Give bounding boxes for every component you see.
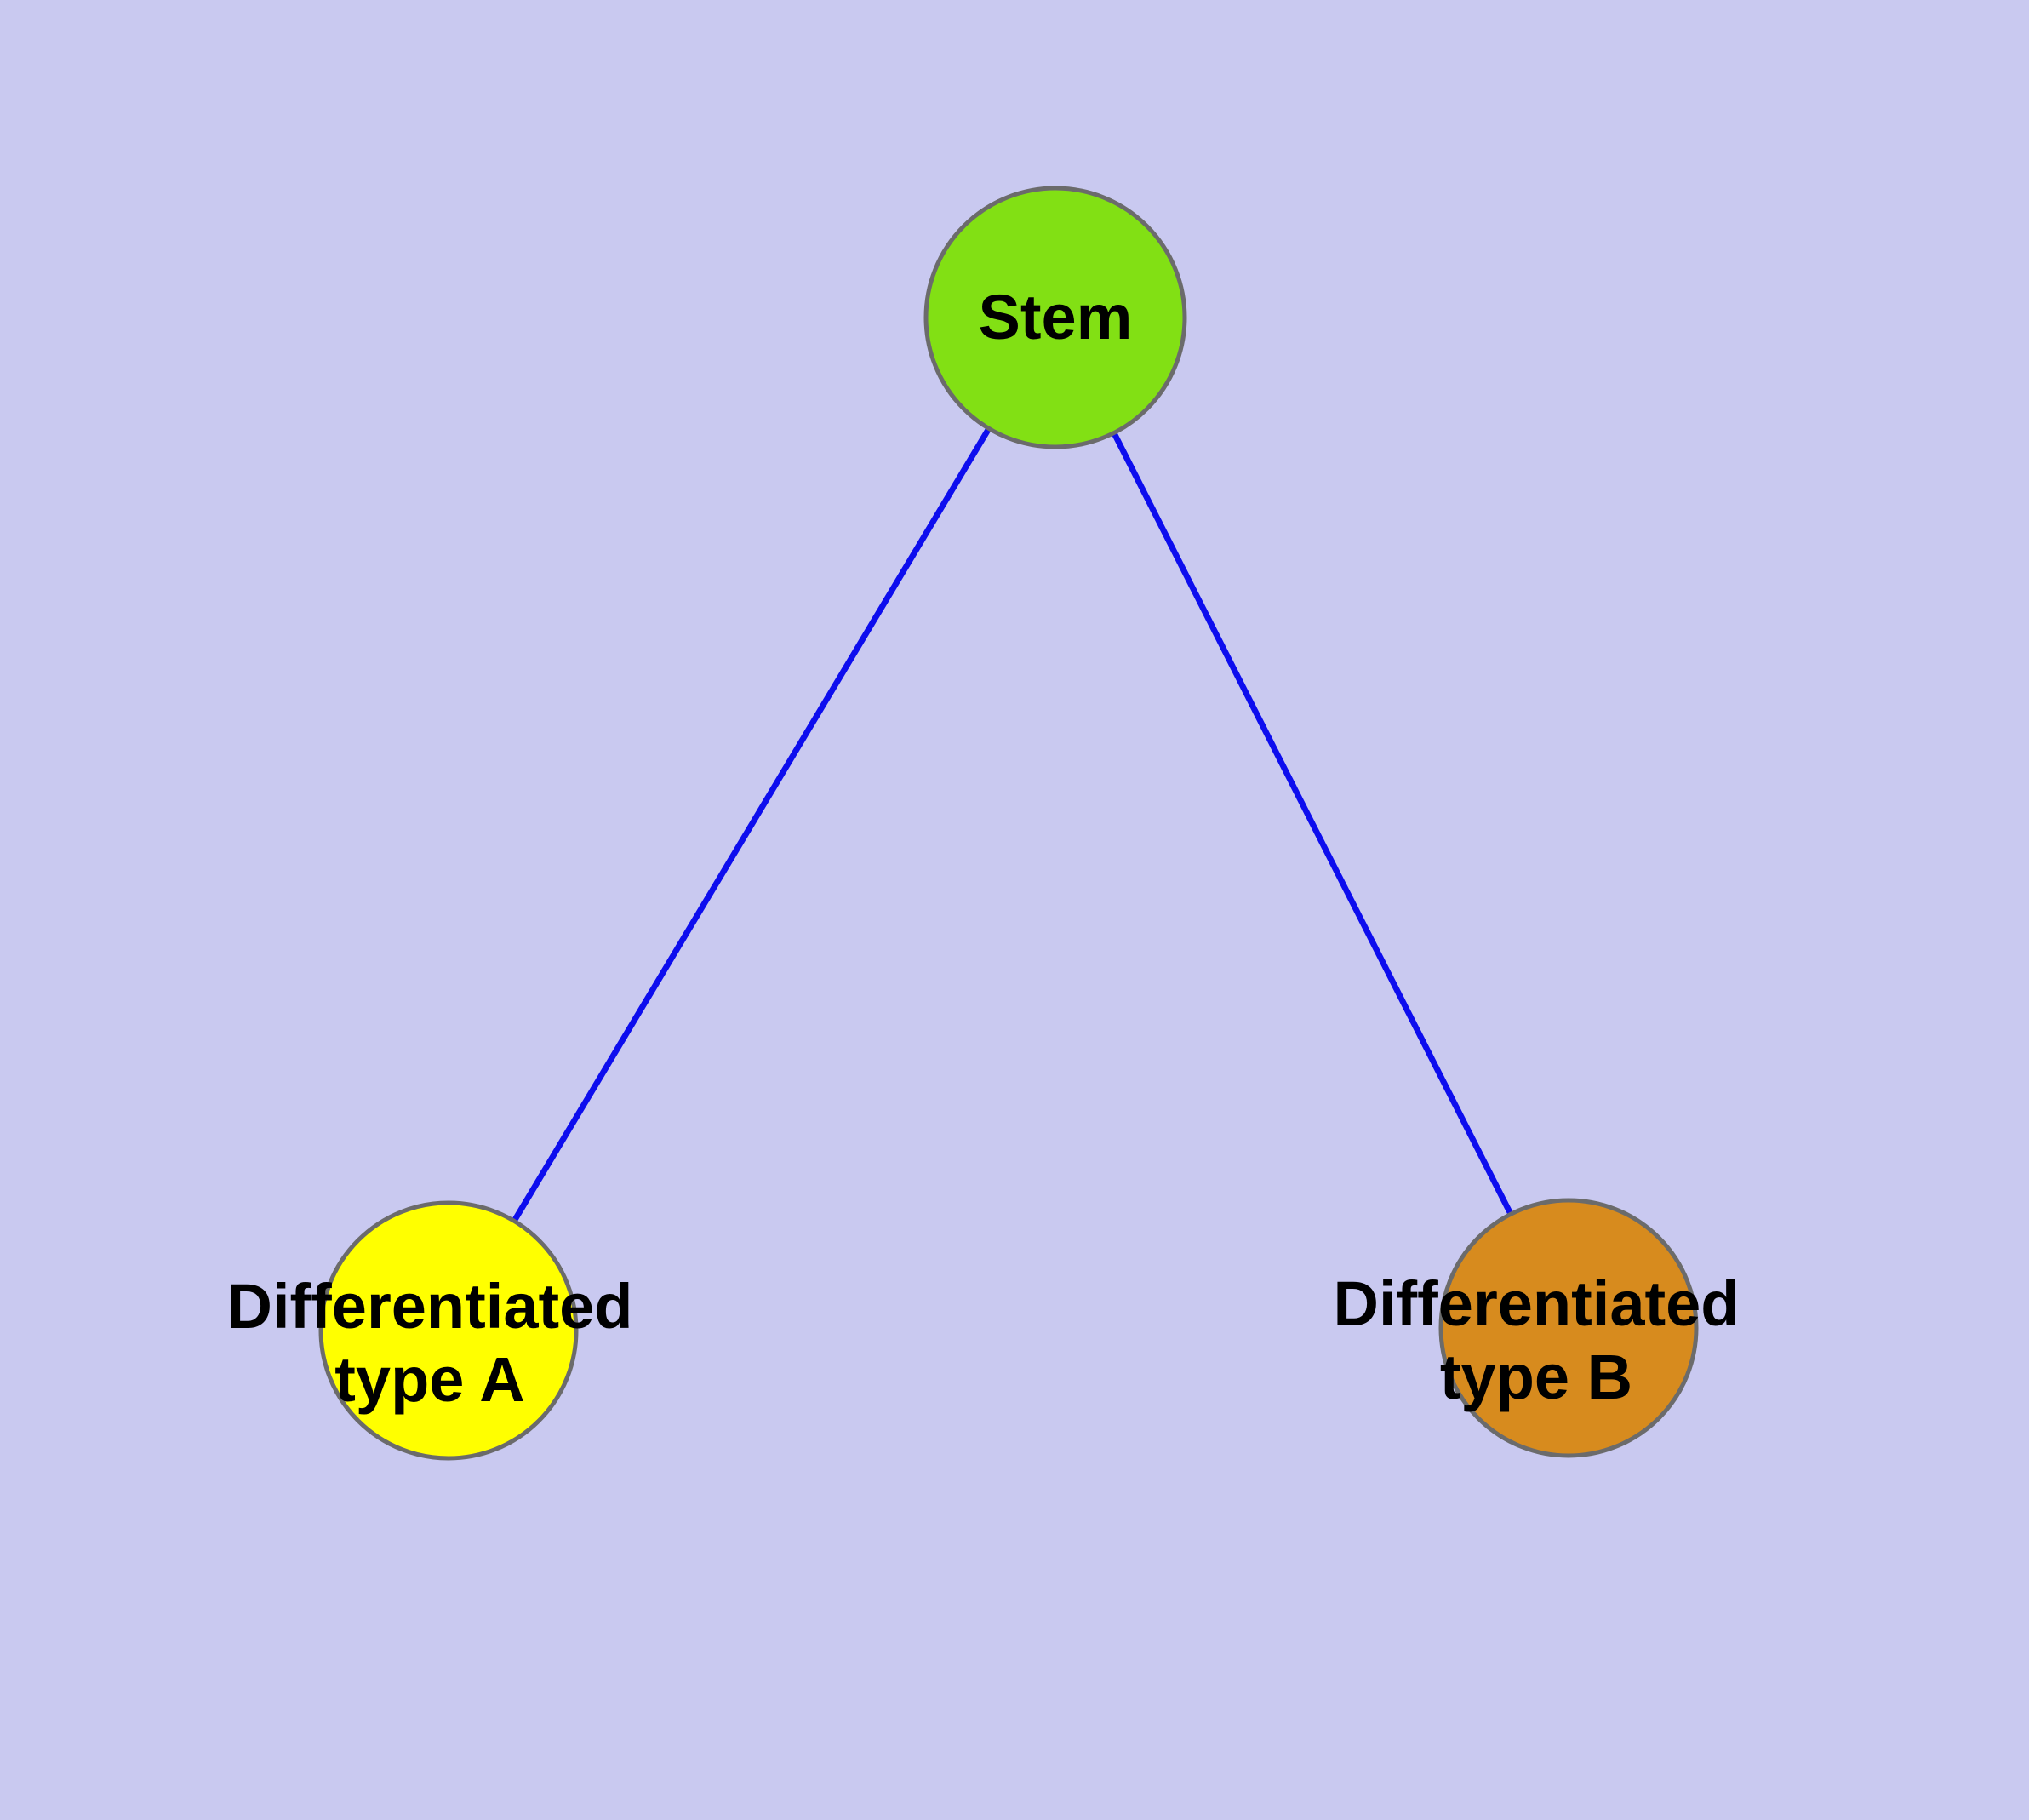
node-type-b-label: Differentiated type B xyxy=(1334,1268,1740,1414)
node-type-b-label-line1: Differentiated xyxy=(1333,1268,1740,1340)
node-type-a-label: Differentiated type A xyxy=(227,1270,633,1417)
node-type-b-label-line2: type B xyxy=(1439,1342,1633,1412)
node-type-a-label-line1: Differentiated xyxy=(226,1271,633,1342)
node-stem-label-text: Stem xyxy=(978,282,1133,353)
node-type-a-label-line2: type A xyxy=(334,1344,525,1415)
edge-stem-to-type-a xyxy=(445,316,1059,1332)
edge-stem-to-type-b xyxy=(1052,316,1572,1330)
node-type-b-circle xyxy=(1438,1198,1699,1458)
node-stem-circle xyxy=(923,186,1187,449)
node-stem-label: Stem xyxy=(979,281,1133,354)
node-type-a-circle xyxy=(318,1200,579,1461)
